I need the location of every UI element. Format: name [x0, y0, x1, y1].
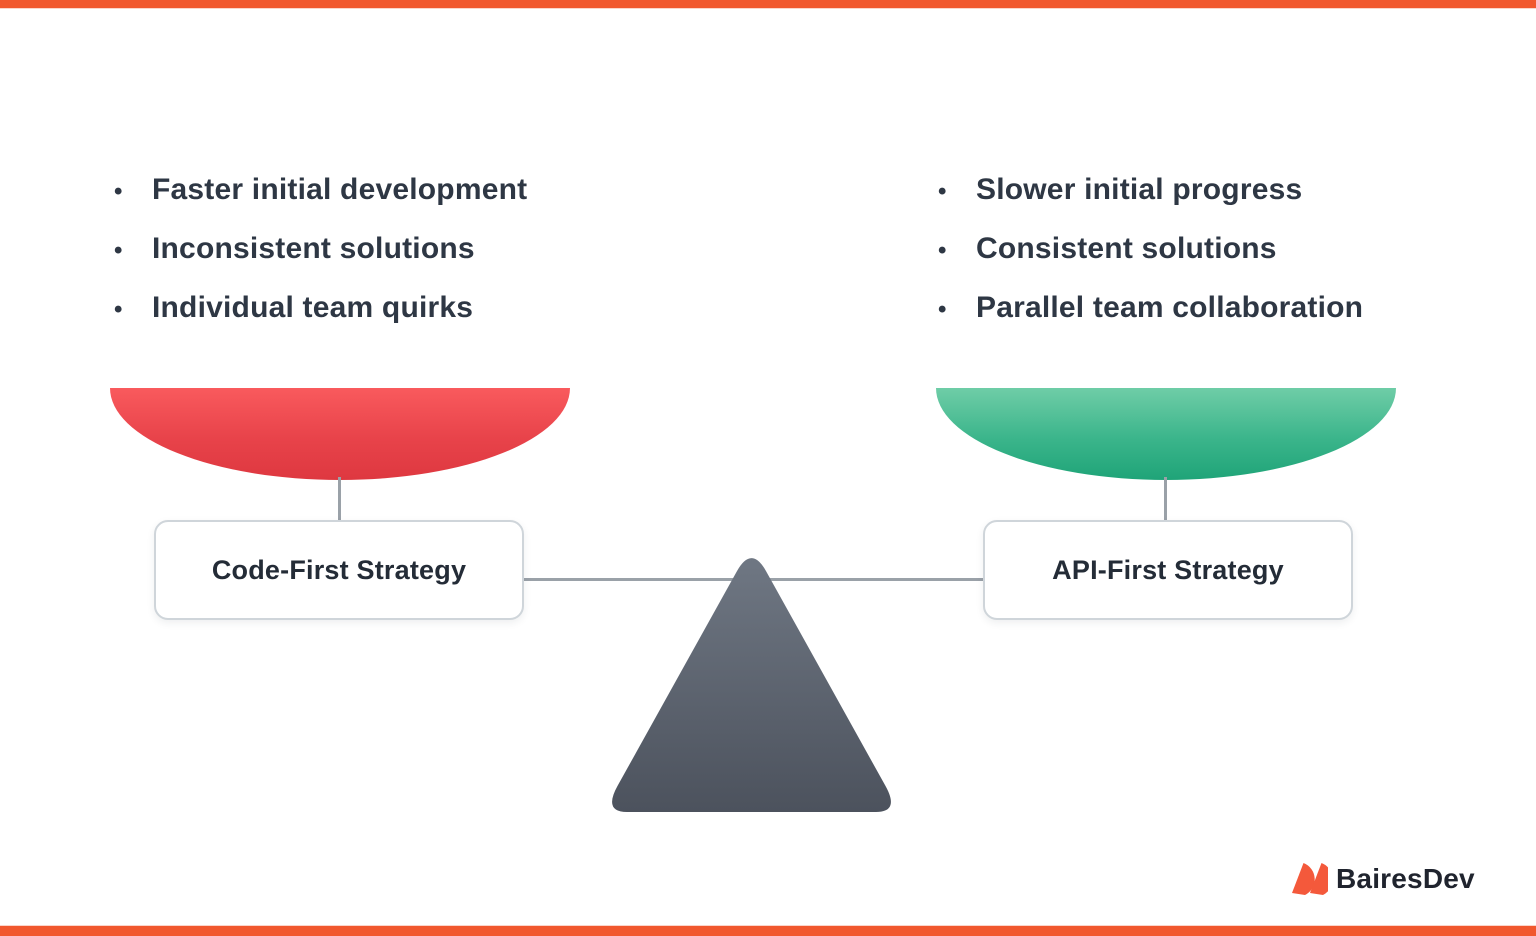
- bullet-text: Individual team quirks: [152, 291, 474, 324]
- left-connector-line: [338, 477, 341, 522]
- bairesdev-logo: BairesDev: [1292, 862, 1475, 896]
- list-item: • Inconsistent solutions: [108, 231, 527, 267]
- api-first-pan: [936, 388, 1396, 480]
- bullet-dot-icon: •: [938, 237, 947, 264]
- bullet-text: Faster initial development: [152, 173, 528, 206]
- list-item: • Parallel team collaboration: [932, 290, 1363, 326]
- list-item: • Faster initial development: [108, 172, 527, 208]
- list-item: • Slower initial progress: [932, 172, 1363, 208]
- bullet-text: Slower initial progress: [976, 173, 1303, 206]
- bairesdev-logo-mark-icon: [1292, 863, 1328, 895]
- code-first-pan: [110, 388, 570, 480]
- bullet-dot-icon: •: [114, 178, 123, 205]
- list-item: • Consistent solutions: [932, 231, 1363, 267]
- bullet-dot-icon: •: [114, 296, 123, 323]
- code-first-bullet-list: • Faster initial development • Inconsist…: [108, 172, 527, 349]
- top-accent-bar: [0, 0, 1536, 8]
- api-first-label-box: API-First Strategy: [983, 520, 1353, 620]
- right-connector-line: [1164, 477, 1167, 522]
- api-first-label: API-First Strategy: [1052, 554, 1284, 585]
- bottom-accent-bar: [0, 926, 1536, 936]
- bullet-dot-icon: •: [938, 296, 947, 323]
- bullet-dot-icon: •: [938, 178, 947, 205]
- code-first-label: Code-First Strategy: [211, 554, 467, 585]
- bullet-dot-icon: •: [114, 237, 123, 264]
- api-first-bullet-list: • Slower initial progress • Consistent s…: [932, 172, 1363, 349]
- fulcrum-triangle-icon: [612, 558, 891, 812]
- bairesdev-logo-text: BairesDev: [1336, 863, 1475, 894]
- code-first-label-box: Code-First Strategy: [154, 520, 524, 620]
- bullet-text: Parallel team collaboration: [976, 291, 1364, 324]
- bullet-text: Inconsistent solutions: [152, 232, 475, 265]
- bullet-text: Consistent solutions: [976, 232, 1277, 265]
- list-item: • Individual team quirks: [108, 290, 527, 326]
